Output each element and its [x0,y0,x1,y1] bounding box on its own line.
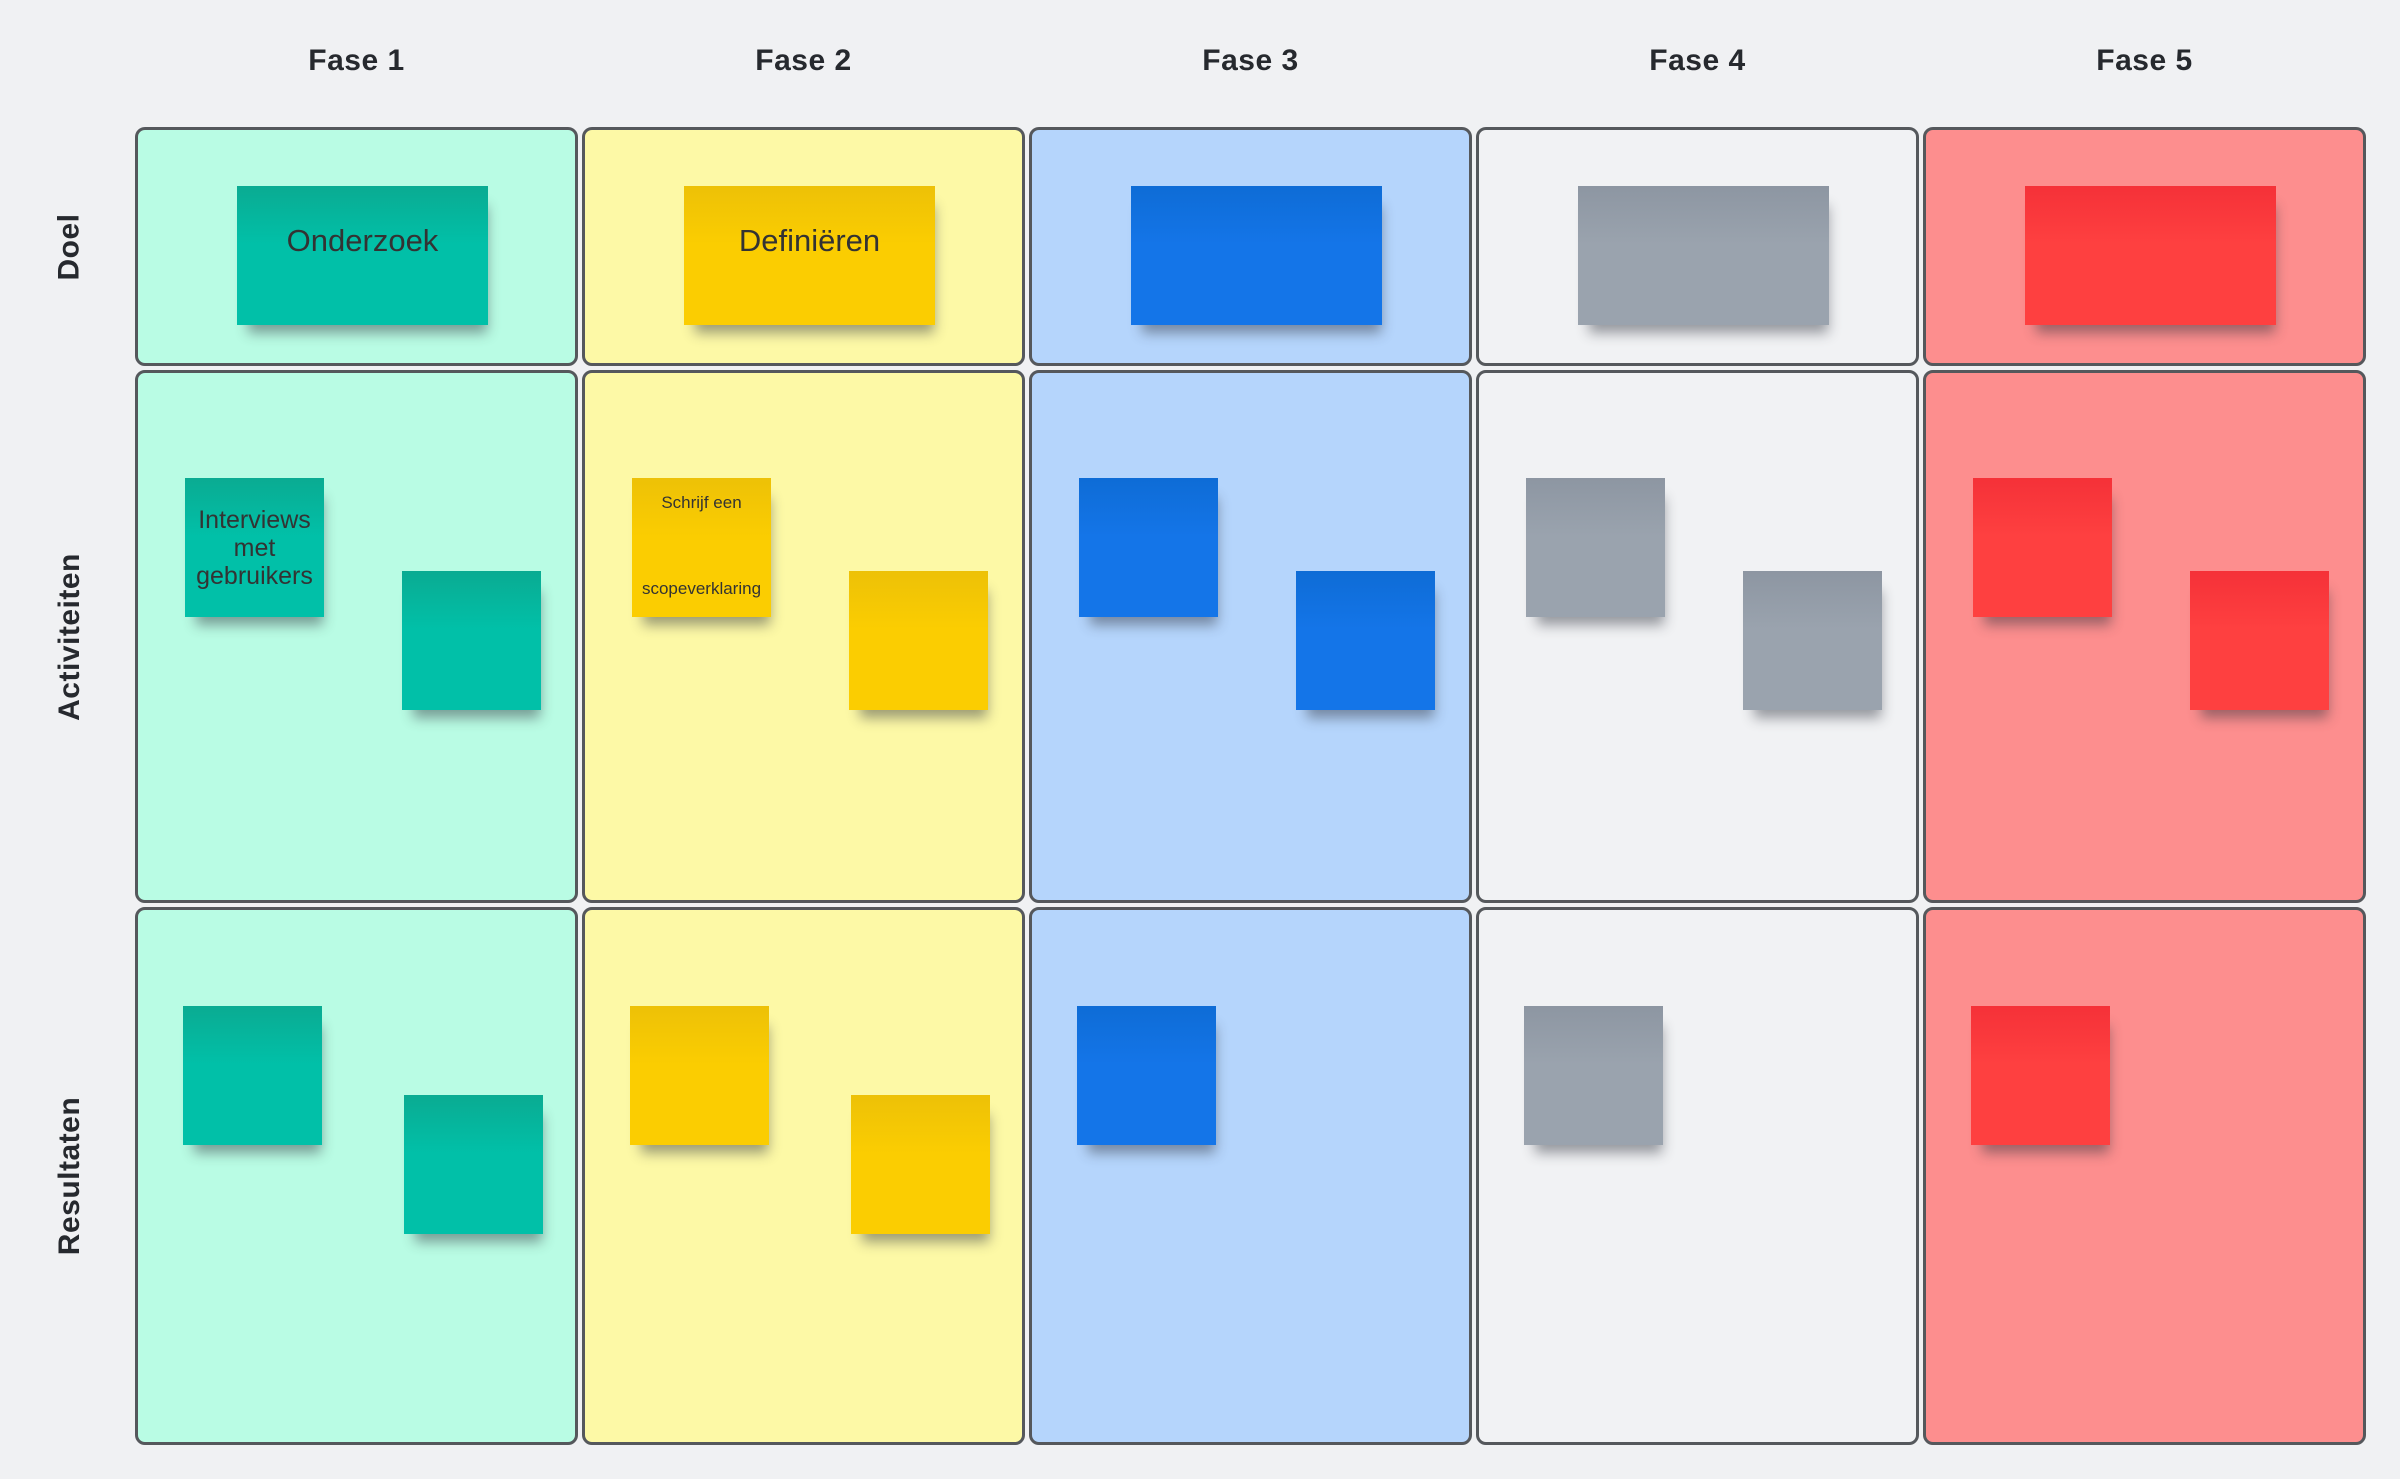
matrix-cell[interactable] [1923,370,2366,903]
sticky-note[interactable]: Definiëren [684,186,935,325]
sticky-note[interactable] [1973,478,2112,617]
sticky-note[interactable] [1131,186,1382,325]
row-label: Resultaten [28,907,112,1445]
matrix-cell[interactable] [1476,127,1919,366]
matrix-cell[interactable]: Schrijf een scopeverklaring [582,370,1025,903]
matrix-cell[interactable]: Onderzoek [135,127,578,366]
sticky-note-text: Interviews met gebruikers [196,505,313,590]
sticky-note[interactable]: Onderzoek [237,186,488,325]
matrix-cell[interactable]: Definiëren [582,127,1025,366]
matrix-cell[interactable] [135,907,578,1445]
row-label-text: Doel [52,212,86,281]
matrix-cell[interactable] [1029,370,1472,903]
sticky-note[interactable] [1578,186,1829,325]
row-label: Doel [28,127,112,366]
matrix-cell[interactable] [1476,907,1919,1445]
column-header: Fase 1 [308,44,405,77]
sticky-note[interactable]: Interviews met gebruikers [185,478,324,617]
row-label-text: Resultaten [53,1096,86,1256]
sticky-note-text: Definiëren [738,222,881,258]
sticky-note[interactable]: Schrijf een scopeverklaring [632,478,771,617]
matrix-cell[interactable] [1476,370,1919,903]
sticky-note[interactable] [849,571,988,710]
sticky-note[interactable] [2025,186,2276,325]
column-header: Fase 2 [755,44,852,77]
matrix-cell[interactable] [1923,907,2366,1445]
matrix-cell[interactable] [1029,907,1472,1445]
sticky-note[interactable] [1079,478,1218,617]
sticky-note[interactable] [1524,1006,1663,1145]
sticky-note-text: scopeverklaring [641,579,762,599]
sticky-note-text: Onderzoek [286,222,439,258]
matrix-cell[interactable] [582,907,1025,1445]
sticky-note[interactable] [183,1006,322,1145]
column-header: Fase 4 [1649,44,1746,77]
sticky-note[interactable] [630,1006,769,1145]
sticky-note[interactable] [851,1095,990,1234]
sticky-note[interactable] [1296,571,1435,710]
sticky-note-text: Schrijf een [661,493,742,512]
sticky-note[interactable] [2190,571,2329,710]
column-header: Fase 5 [2096,44,2193,77]
matrix-cell[interactable]: Interviews met gebruikers [135,370,578,903]
column-header: Fase 3 [1202,44,1299,77]
row-label: Activiteiten [28,370,112,903]
sticky-note[interactable] [1526,478,1665,617]
matrix-cell[interactable] [1029,127,1472,366]
matrix-cell[interactable] [1923,127,2366,366]
sticky-note[interactable] [1971,1006,2110,1145]
sticky-note[interactable] [1077,1006,1216,1145]
row-label-text: Activiteiten [53,552,86,721]
sticky-note[interactable] [402,571,541,710]
sticky-note[interactable] [404,1095,543,1234]
sticky-note[interactable] [1743,571,1882,710]
